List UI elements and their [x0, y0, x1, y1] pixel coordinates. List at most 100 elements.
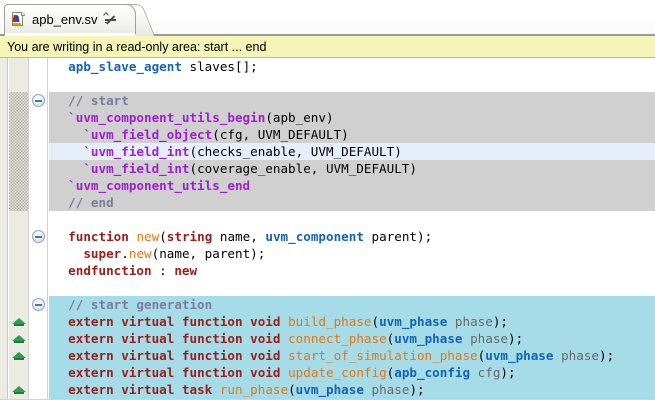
code-token: [280, 365, 288, 380]
code-line[interactable]: `uvm_component_utils_begin(apb_env): [49, 109, 655, 126]
code-token: [470, 365, 478, 380]
code-token: extern virtual task: [68, 382, 213, 397]
code-line[interactable]: endfunction : new: [49, 262, 655, 279]
code-token: update_config: [288, 365, 387, 380]
code-line[interactable]: apb_slave_agent slaves[];: [49, 58, 655, 75]
code-token: [53, 246, 83, 261]
code-token: phase: [561, 348, 599, 363]
tab-label: apb_env.sv: [32, 12, 98, 27]
overridden-method-marker-icon[interactable]: [12, 386, 26, 394]
tab-bar-divider: [0, 34, 655, 36]
code-line[interactable]: `uvm_field_int(coverage_enable, UVM_DEFA…: [49, 160, 655, 177]
code-line[interactable]: [49, 211, 655, 228]
code-token: uvm_phase: [379, 314, 448, 329]
code-line[interactable]: extern virtual function void start_of_si…: [49, 347, 655, 364]
code-token: (name, parent);: [151, 246, 266, 261]
fold-collapse-icon[interactable]: [32, 230, 45, 243]
code-line[interactable]: extern virtual function void build_phase…: [49, 313, 655, 330]
tab-bar: apb_env.sv: [0, 0, 655, 36]
code-token: phase: [454, 314, 493, 329]
code-line[interactable]: function new(string name, uvm_component …: [49, 228, 655, 245]
code-token: (: [386, 331, 395, 346]
code-token: run_phase: [219, 382, 289, 397]
code-token: (checks_enable, UVM_DEFAULT): [189, 144, 402, 159]
code-token: [364, 382, 372, 397]
code-token: apb_config: [394, 365, 471, 380]
code-token: [463, 331, 471, 346]
fold-collapse-icon[interactable]: [32, 298, 45, 311]
code-line[interactable]: `uvm_component_utils_end: [49, 177, 655, 194]
code-token: .: [121, 246, 129, 261]
code-token: extern virtual function void: [68, 314, 281, 329]
code-line[interactable]: // end: [49, 194, 655, 211]
code-token: `uvm_field_int: [53, 161, 190, 176]
code-token: `uvm_component_utils_begin: [53, 110, 266, 125]
code-token: // start generation: [53, 297, 213, 312]
code-token: );: [492, 314, 509, 329]
code-token: uvm_component: [265, 229, 364, 244]
code-token: extern virtual function void: [68, 365, 281, 380]
overridden-method-marker-icon[interactable]: [12, 318, 26, 326]
code-token: [280, 348, 288, 363]
code-token: :: [151, 263, 175, 278]
tab-apb-env-sv[interactable]: apb_env.sv: [4, 4, 136, 34]
code-token: [447, 314, 455, 329]
code-token: endfunction: [68, 263, 152, 278]
code-token: );: [409, 382, 425, 397]
code-token: slaves[];: [181, 59, 258, 74]
code-line[interactable]: [49, 75, 655, 92]
code-token: start_of_simulation_phase: [288, 348, 478, 363]
code-token: [53, 348, 68, 363]
code-token: extern virtual function void: [68, 331, 281, 346]
overridden-method-marker-icon[interactable]: [12, 352, 26, 360]
code-line[interactable]: super.new(name, parent);: [49, 245, 655, 262]
code-token: (: [371, 314, 380, 329]
code-token: new: [128, 246, 152, 261]
code-token: [53, 382, 68, 397]
code-line[interactable]: extern virtual function void connect_pha…: [49, 330, 655, 347]
code-token: parent);: [363, 229, 433, 244]
code-token: name,: [212, 229, 266, 244]
code-token: `uvm_field_int: [53, 144, 190, 159]
close-icon[interactable]: [102, 12, 116, 25]
code-token: (: [288, 382, 296, 397]
code-line[interactable]: extern virtual function void update_conf…: [49, 364, 655, 381]
code-token: connect_phase: [288, 331, 387, 346]
code-token: new: [174, 263, 198, 278]
code-editor[interactable]: apb_slave_agent slaves[]; // start `uvm_…: [0, 58, 655, 400]
code-token: // start: [53, 93, 129, 108]
overridden-method-marker-icon[interactable]: [12, 335, 26, 343]
fold-collapse-icon[interactable]: [32, 94, 45, 107]
code-line[interactable]: [49, 279, 655, 296]
code-token: uvm_phase: [485, 348, 554, 363]
code-token: [280, 331, 288, 346]
code-token: super: [83, 246, 122, 261]
code-token: uvm_phase: [295, 382, 364, 397]
code-token: build_phase: [288, 314, 372, 329]
code-token: extern virtual function void: [68, 348, 281, 363]
editor-folding-gutter[interactable]: [28, 58, 48, 400]
code-line[interactable]: `uvm_field_int(checks_enable, UVM_DEFAUL…: [49, 143, 655, 160]
code-line[interactable]: // start: [49, 92, 655, 109]
code-token: (: [159, 229, 167, 244]
code-token: [53, 263, 68, 278]
code-token: [53, 365, 68, 380]
editor-left-strip: [0, 58, 8, 400]
code-text-area[interactable]: apb_slave_agent slaves[]; // start `uvm_…: [49, 58, 655, 400]
code-token: );: [599, 348, 615, 363]
code-token: [53, 314, 68, 329]
readonly-warning-banner: You are writing in a read-only area: sta…: [0, 36, 655, 58]
code-token: );: [508, 331, 524, 346]
code-token: [553, 348, 561, 363]
code-token: [53, 331, 68, 346]
code-token: );: [500, 365, 516, 380]
code-line[interactable]: // start generation: [49, 296, 655, 313]
code-token: `uvm_field_object: [53, 127, 213, 142]
code-token: apb_slave_agent: [68, 59, 182, 74]
systemverilog-file-icon: [11, 11, 26, 28]
code-line[interactable]: `uvm_field_object(cfg, UVM_DEFAULT): [49, 126, 655, 143]
readonly-region-hatch: [9, 92, 28, 211]
code-token: (cfg, UVM_DEFAULT): [212, 127, 349, 142]
tab-active-bottom-mask: [5, 33, 135, 36]
code-line[interactable]: extern virtual task run_phase(uvm_phase …: [49, 381, 655, 398]
